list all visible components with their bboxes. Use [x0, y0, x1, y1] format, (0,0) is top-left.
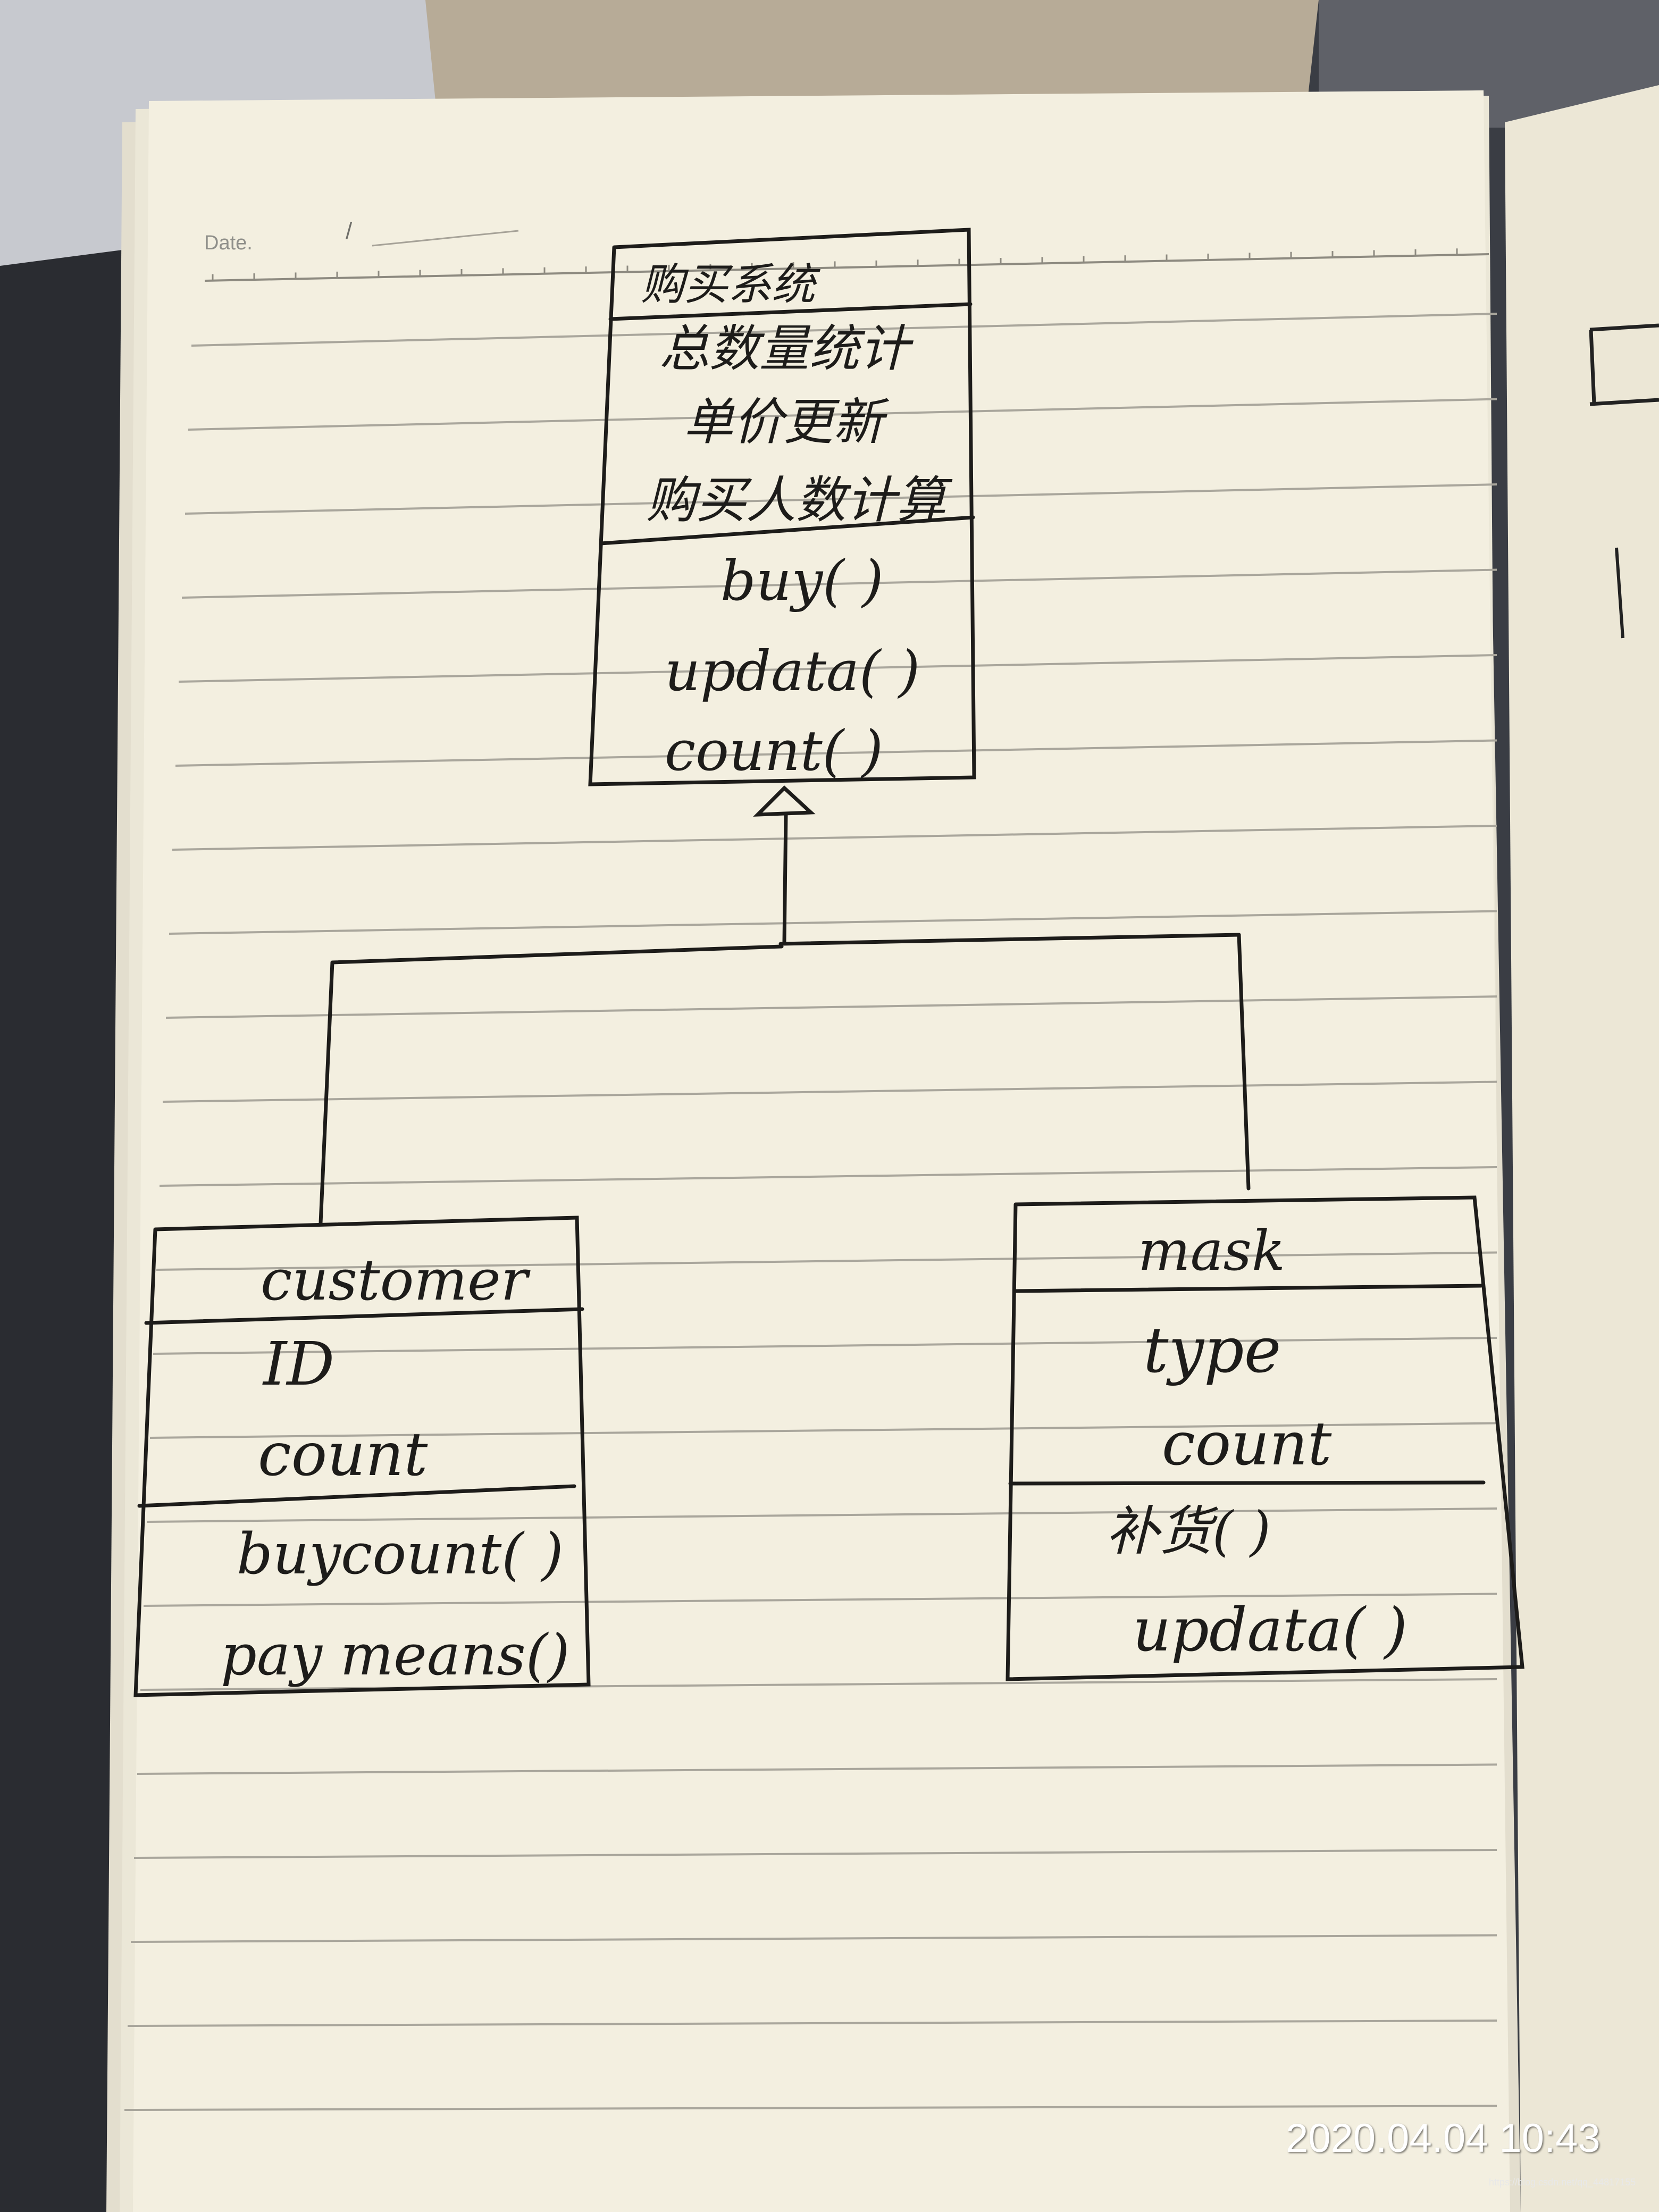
mask-name-divider [1013, 1284, 1483, 1293]
ruled-line [130, 1934, 1497, 1943]
ruled-lines [124, 313, 1497, 2111]
ruled-line [162, 1080, 1497, 1103]
ruled-line [188, 398, 1497, 431]
ruled-line [172, 825, 1497, 851]
customer-attribute: ID [263, 1330, 335, 1399]
ruled-line [146, 1507, 1497, 1523]
customer-method: buycount( ) [237, 1521, 564, 1587]
mask-class-box [1006, 1195, 1524, 1681]
parent-method: count( ) [665, 718, 883, 783]
customer-attr-divider [137, 1484, 576, 1508]
ruled-line [133, 1849, 1497, 1859]
parent-class-name: 购买系统 [641, 259, 815, 310]
customer-class-box [133, 1216, 591, 1697]
uml-diagram [133, 228, 1524, 1697]
date-separator: / [346, 218, 353, 244]
ruled-line [149, 1422, 1497, 1439]
ruled-line [143, 1593, 1497, 1607]
ruled-line [124, 2105, 1497, 2111]
date-label: Date. [204, 232, 253, 254]
ruled-line [181, 568, 1497, 599]
ruled-line [153, 1337, 1497, 1355]
parent-method: updata( ) [665, 639, 920, 703]
parent-attribute: 总数量统计 [659, 320, 910, 378]
ruled-line [169, 910, 1497, 935]
parent-attribute: 单价更新 [683, 393, 884, 451]
ruled-line [159, 1166, 1497, 1187]
ruled-line [175, 739, 1497, 767]
mask-method: updata( ) [1133, 1596, 1408, 1665]
photo-timestamp: 2020.04.04 10:43 [1286, 2116, 1601, 2161]
mask-class-name: mask [1138, 1218, 1286, 1283]
right-page [1505, 85, 1659, 2212]
ruled-line [127, 2020, 1497, 2027]
parent-name-divider [608, 302, 973, 321]
ruled-line [137, 1763, 1497, 1775]
customer-class-name: customer [261, 1247, 528, 1313]
parent-attribute: 购买人数计算 [646, 472, 946, 530]
date-line [204, 253, 1489, 282]
parent-class-box [588, 228, 976, 786]
mask-attribute: count [1162, 1410, 1332, 1479]
blog-watermark: https://blog.csdn.net/qq_44817155 [1489, 2177, 1636, 2188]
ruled-line [156, 1251, 1497, 1271]
parent-method: buy( ) [720, 548, 884, 613]
customer-method: pay means() [221, 1622, 570, 1688]
ruled-line [185, 483, 1497, 515]
ruled-line [165, 995, 1497, 1019]
inheritance-arrow [753, 785, 816, 817]
customer-attribute: count [258, 1420, 428, 1489]
customer-name-divider [144, 1307, 584, 1325]
ruled-line [191, 313, 1497, 347]
parent-attr-divider [599, 515, 975, 546]
mask-method: 补货( ) [1106, 1500, 1271, 1562]
mask-attribute: type [1143, 1313, 1281, 1387]
mask-attr-divider [1008, 1480, 1486, 1486]
ruled-line [178, 654, 1497, 683]
